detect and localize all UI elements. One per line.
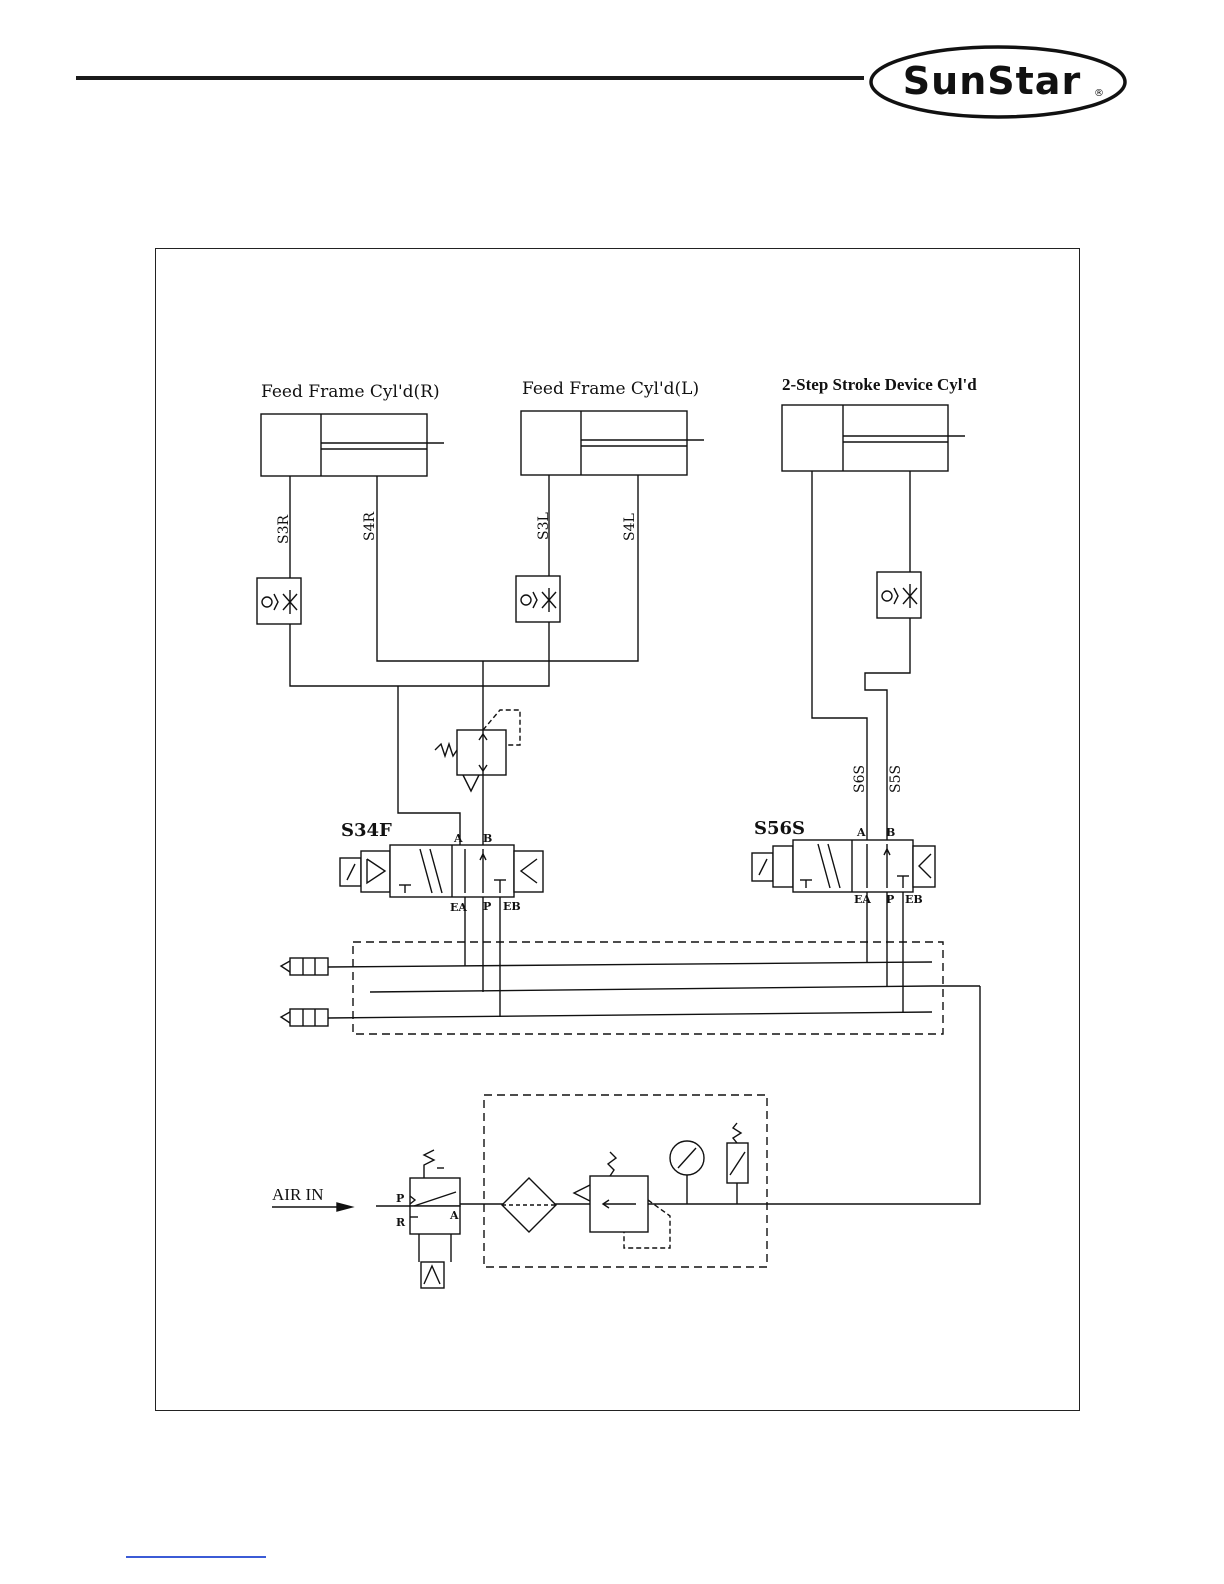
label-line-s5s: S5S bbox=[888, 765, 904, 793]
feed-frame-cylinder-left bbox=[521, 411, 704, 475]
port-label-s56s-ea: EA bbox=[854, 893, 871, 906]
label-two-step-stroke-cylinder: 2-Step Stroke Device Cyl'd bbox=[782, 375, 977, 394]
valve-manifold bbox=[328, 892, 980, 1034]
port-label-s34f-eb: EB bbox=[503, 900, 521, 913]
speed-controller-s3r bbox=[257, 578, 301, 624]
silencer-lower bbox=[281, 1009, 328, 1026]
port-label-s56s-a: A bbox=[856, 826, 866, 839]
port-label-shutoff-p: P bbox=[396, 1192, 404, 1205]
port-label-shutoff-r: R bbox=[396, 1216, 406, 1229]
silencer-upper bbox=[281, 958, 328, 975]
pressure-reducing-valve bbox=[435, 710, 520, 791]
feed-frame-cylinder-right bbox=[261, 414, 444, 476]
solenoid-valve-s34f bbox=[340, 832, 543, 897]
port-label-s56s-p: P bbox=[886, 893, 894, 906]
label-valve-s56s: S56S bbox=[754, 818, 805, 839]
label-feed-frame-cylinder-left: Feed Frame Cyl'd(L) bbox=[522, 379, 699, 399]
port-label-s56s-eb: EB bbox=[905, 893, 923, 906]
label-line-s4l: S4L bbox=[622, 513, 638, 541]
label-line-s3l: S3L bbox=[536, 512, 552, 540]
port-label-s34f-b: B bbox=[483, 832, 492, 845]
manual-shutoff-valve bbox=[376, 1150, 460, 1288]
footer-link-rule bbox=[126, 1556, 266, 1558]
port-label-s34f-ea: EA bbox=[450, 901, 467, 914]
port-label-s34f-p: P bbox=[483, 900, 491, 913]
label-line-s6s: S6S bbox=[852, 765, 868, 793]
two-step-stroke-cylinder bbox=[782, 405, 965, 471]
speed-controller-s3l bbox=[516, 576, 560, 622]
air-preparation-unit bbox=[484, 1095, 767, 1267]
label-feed-frame-cylinder-right: Feed Frame Cyl'd(R) bbox=[261, 382, 440, 402]
label-line-s4r: S4R bbox=[362, 512, 378, 541]
label-valve-s34f: S34F bbox=[341, 820, 392, 841]
port-label-shutoff-a: A bbox=[449, 1209, 459, 1222]
label-air-in: AIR IN bbox=[272, 1185, 323, 1204]
solenoid-valve-s56s bbox=[752, 832, 935, 892]
air-in-arrow bbox=[272, 1203, 352, 1211]
label-line-s3r: S3R bbox=[276, 515, 292, 544]
speed-controller-s5s bbox=[877, 572, 921, 618]
port-label-s56s-b: B bbox=[886, 826, 895, 839]
port-label-s34f-a: A bbox=[453, 832, 463, 845]
